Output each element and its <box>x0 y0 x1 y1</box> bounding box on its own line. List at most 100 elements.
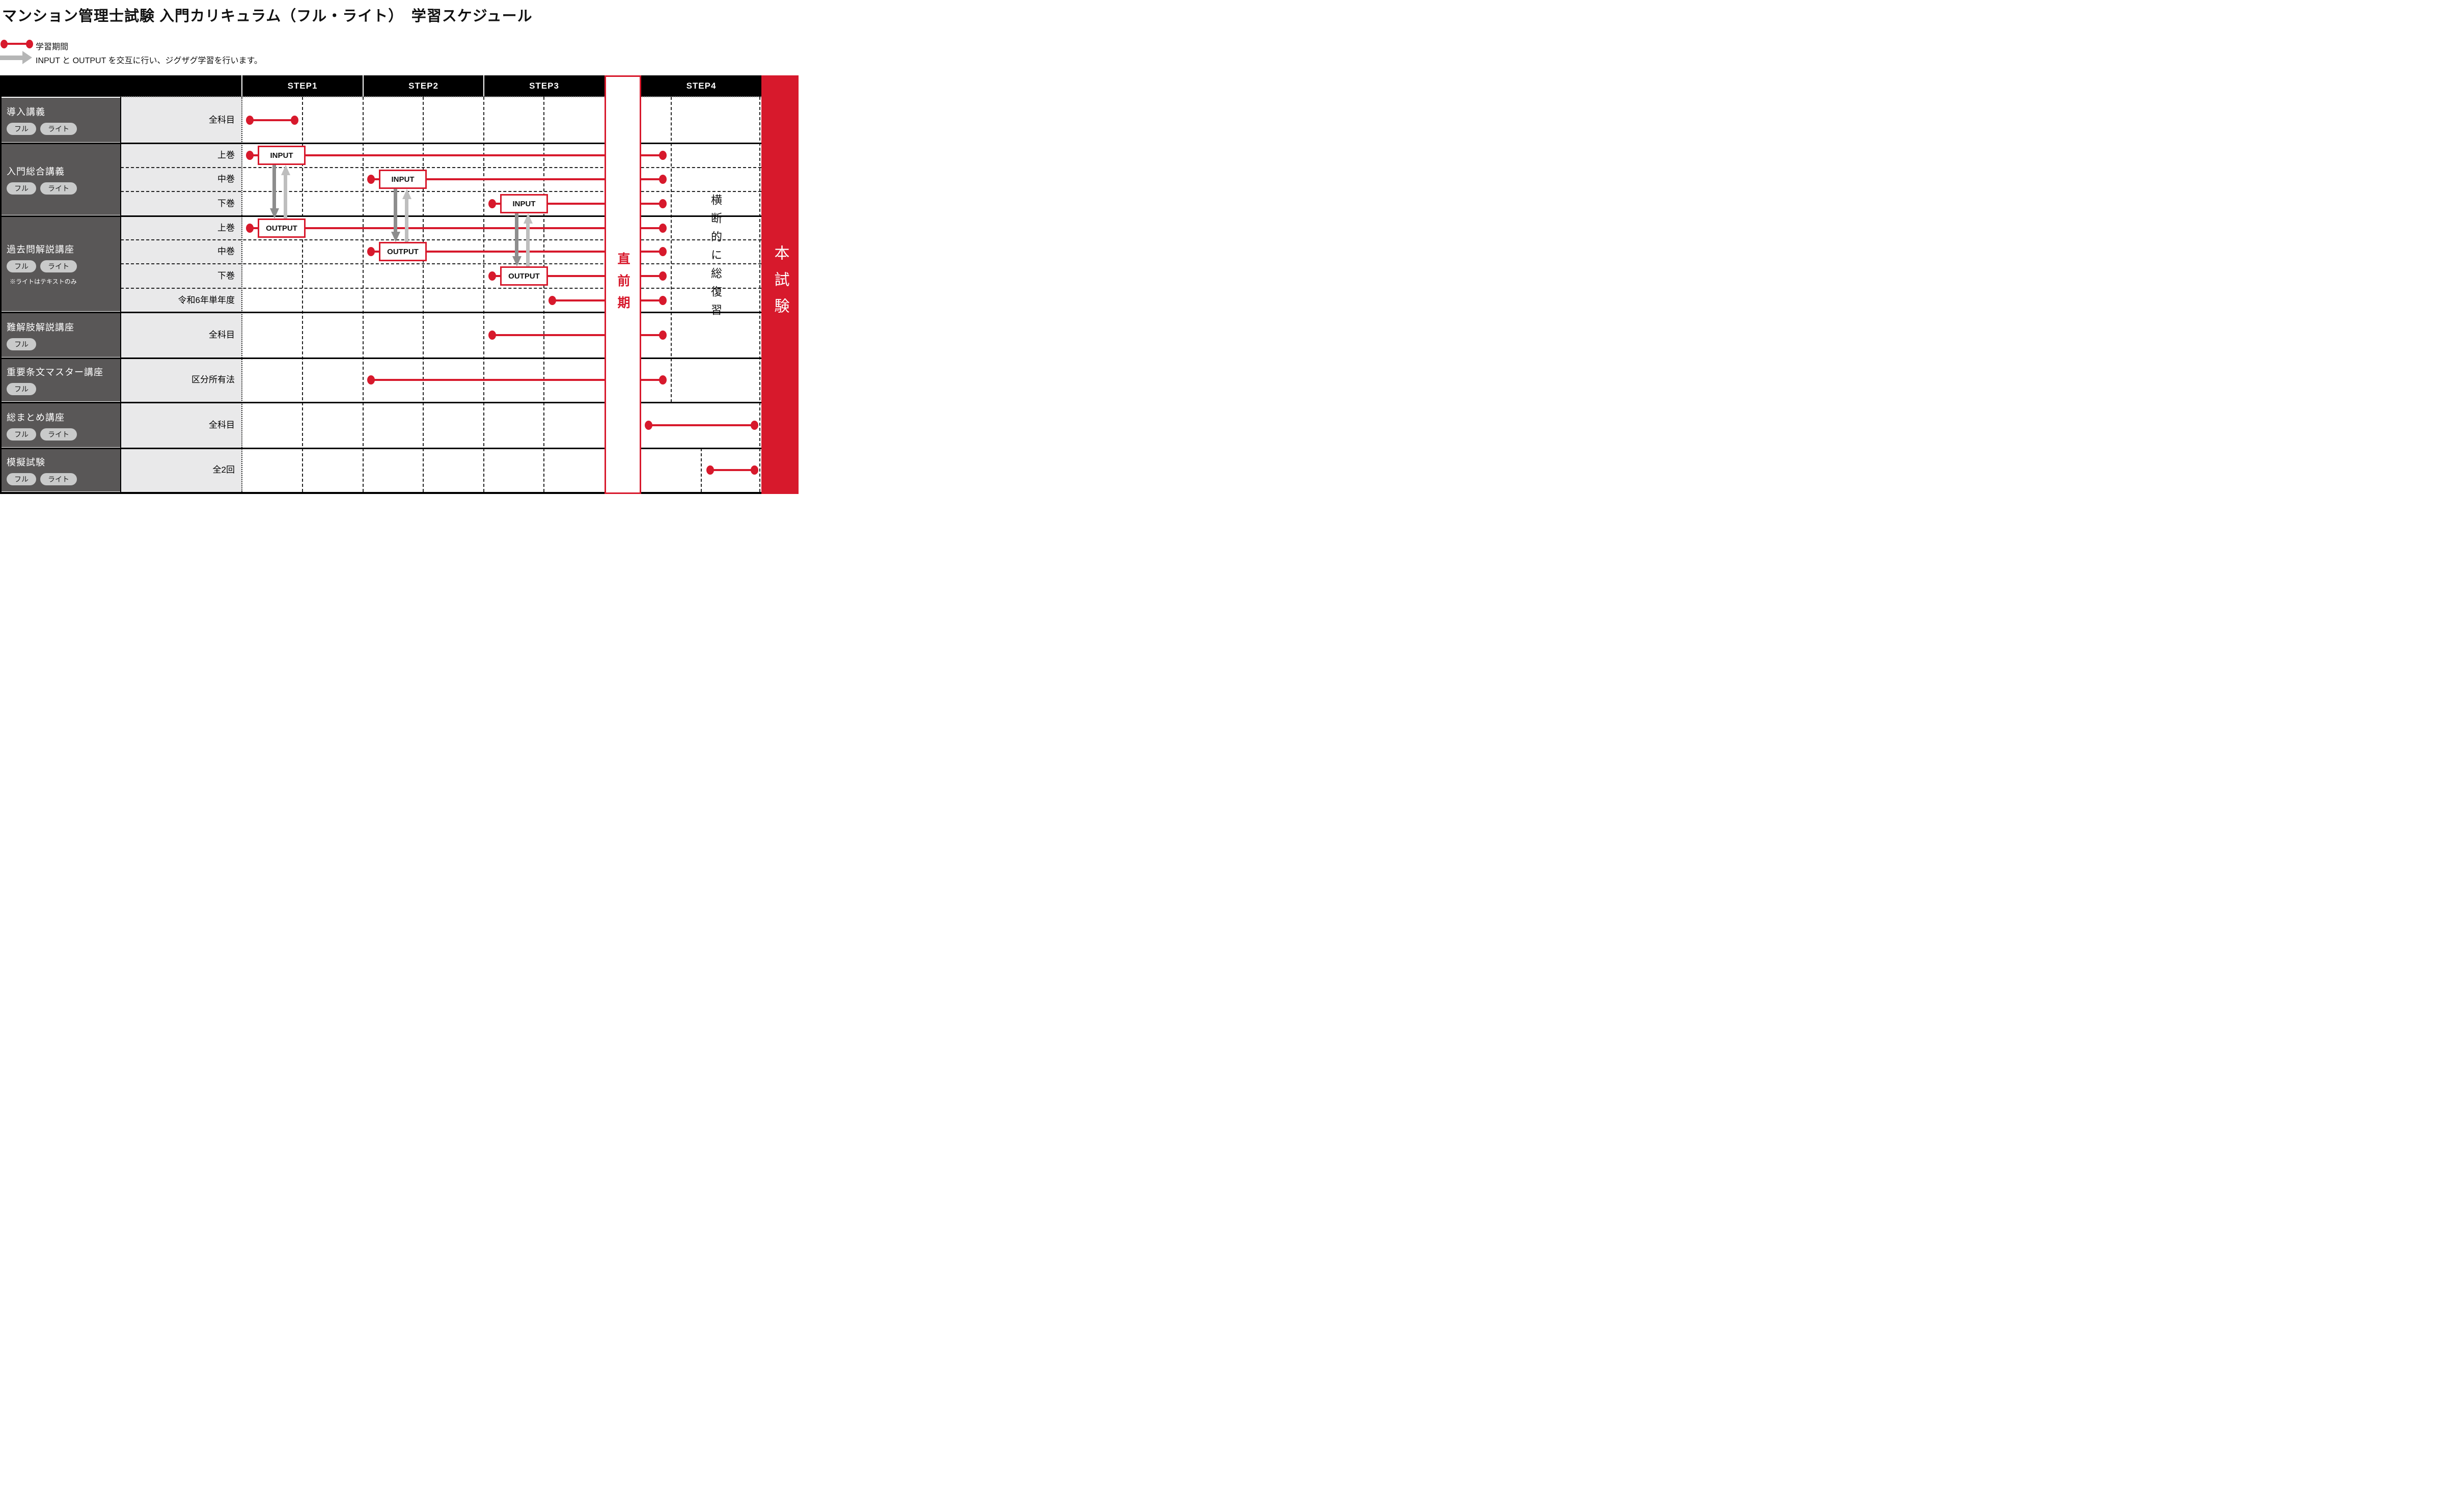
course-type-badge: フル <box>7 182 36 195</box>
arrow-head <box>512 256 521 266</box>
course-type-badge: ライト <box>40 473 77 485</box>
sidebar-group-総まとめ講座: 総まとめ講座フルライト <box>2 403 121 447</box>
page-title: マンション管理士試験 入門カリキュラム（フル・ライト） 学習スケジュール <box>2 8 533 24</box>
study-schedule-infographic: マンション管理士試験 入門カリキュラム（フル・ライト） 学習スケジュール 学習期… <box>0 0 799 494</box>
zigzag-arrow-up-icon <box>402 189 411 242</box>
group-separator-line <box>0 215 761 217</box>
row-label: 全科目 <box>209 420 235 430</box>
row-label: 全科目 <box>209 330 235 340</box>
study-period-dot <box>290 116 298 125</box>
study-period-dot <box>658 151 667 160</box>
group-separator-line <box>0 447 761 449</box>
sidebar-group-導入講義: 導入講義フルライト <box>2 98 121 142</box>
table-bottom-border <box>0 492 761 494</box>
study-period-dot <box>548 296 556 305</box>
header-bar-left <box>0 75 605 97</box>
study-period-dot <box>658 271 667 281</box>
header-bar-step4 <box>641 75 761 97</box>
zigzag-arrow-down-icon <box>270 165 279 218</box>
study-period-dot <box>245 151 254 160</box>
study-period-line <box>250 227 663 229</box>
arrow-shaft <box>405 199 408 242</box>
study-period-dot <box>658 375 667 384</box>
vertical-gridline <box>759 97 760 492</box>
badge-row: フルライト <box>7 473 121 485</box>
study-period-line <box>492 203 663 205</box>
zigzag-arrow-up-icon <box>524 213 533 266</box>
study-period-dot <box>367 175 375 184</box>
study-period-dot <box>488 199 496 208</box>
study-period-dot <box>658 296 667 305</box>
row-label: 区分所有法 <box>191 375 235 384</box>
arrow-shaft <box>515 213 518 256</box>
input-box: INPUT <box>379 170 427 189</box>
study-period-dot <box>245 224 254 233</box>
course-type-badge: フル <box>7 123 36 135</box>
cross-review-label: 横断的に総復習 <box>709 194 722 322</box>
table-left-border <box>0 75 2 494</box>
final-exam-column: 本試験 <box>761 75 799 494</box>
header-step2: STEP2 <box>408 81 438 91</box>
input-box: INPUT <box>500 194 548 213</box>
badge-row: フル <box>7 383 121 395</box>
arrow-head <box>270 208 279 218</box>
study-period-dot <box>367 247 375 256</box>
arrow-shaft <box>526 224 530 266</box>
vertical-gridline <box>302 97 303 492</box>
row-label: 下巻 <box>217 271 235 281</box>
study-period-line <box>648 424 754 426</box>
badge-row: フルライト <box>7 260 121 272</box>
legend-zigzag-arrow-shaft <box>0 56 22 60</box>
group-separator-line <box>0 401 761 403</box>
subrow-dashed-line <box>121 167 761 168</box>
header-step3: STEP3 <box>529 81 559 91</box>
sidebar-group-入門総合講義: 入門総合講義フルライト <box>2 144 121 215</box>
vertical-gridline <box>483 97 484 492</box>
arrow-shaft <box>394 189 397 232</box>
legend-period-dot-right <box>26 40 33 48</box>
study-period-line <box>492 275 663 277</box>
sidebar-group-重要条文マスター講座: 重要条文マスター講座フル <box>2 359 121 401</box>
vertical-gridline <box>543 97 544 492</box>
vertical-gridline <box>423 97 424 492</box>
course-type-badge: ライト <box>40 123 77 135</box>
header-step1: STEP1 <box>287 81 318 91</box>
study-period-dot <box>658 175 667 184</box>
badge-row: フルライト <box>7 428 121 441</box>
sidebar-group-note: ※ライトはテキストのみ <box>10 278 77 285</box>
study-period-dot <box>367 375 375 384</box>
output-box: OUTPUT <box>258 218 306 238</box>
pre-exam-period-column: 直前期 <box>605 75 641 494</box>
course-type-badge: フル <box>7 473 36 485</box>
row-label: 下巻 <box>217 199 235 208</box>
study-period-dot <box>658 331 667 340</box>
zigzag-arrow-up-icon <box>281 165 290 218</box>
course-type-badge: フル <box>7 383 36 395</box>
arrow-head <box>391 232 400 242</box>
header-step4: STEP4 <box>686 81 717 91</box>
study-period-dot <box>658 224 667 233</box>
course-type-badge: ライト <box>40 182 77 195</box>
final-exam-label: 本試験 <box>772 245 789 324</box>
study-period-dot <box>488 271 496 281</box>
group-separator-line <box>0 142 761 144</box>
header-separator <box>483 75 484 97</box>
sidebar-label-divider <box>120 97 121 492</box>
arrow-shaft <box>284 175 287 218</box>
study-period-line <box>371 178 663 180</box>
subrow-dashed-line <box>121 288 761 289</box>
sidebar-group-title: 導入講義 <box>7 107 45 117</box>
arrow-head <box>524 213 533 224</box>
arrow-shaft <box>272 165 276 208</box>
sidebar-group-模擬試験: 模擬試験フルライト <box>2 449 121 491</box>
vertical-gridline <box>363 97 364 492</box>
subrow-dashed-line <box>121 239 761 240</box>
course-type-badge: フル <box>7 260 36 272</box>
badge-row: フル <box>7 338 121 350</box>
row-label: 令和6年単年度 <box>178 295 235 305</box>
badge-row: フルライト <box>7 123 121 135</box>
study-period-dot <box>644 421 652 430</box>
zigzag-arrow-down-icon <box>512 213 521 266</box>
study-period-line <box>250 154 663 156</box>
input-box: INPUT <box>258 146 306 165</box>
